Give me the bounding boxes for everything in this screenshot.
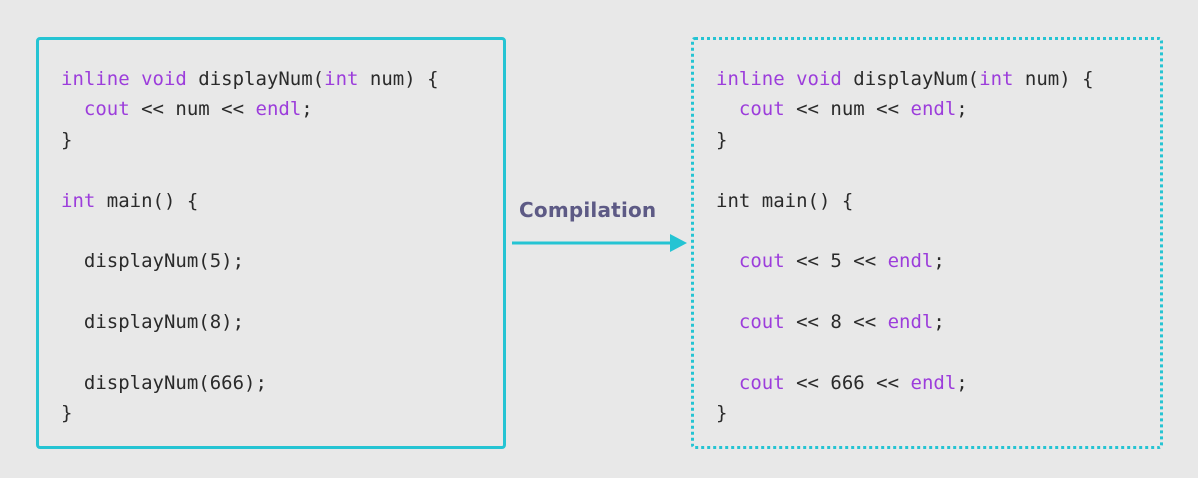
code-text: } [61,128,73,151]
code-text: << 8 << [784,311,888,334]
code-text: } [61,402,73,425]
code-text: displayNum(666); [61,371,267,394]
code-line: cout << num << endl; [716,94,1094,124]
code-text [716,372,739,394]
code-line [61,155,439,185]
code-text [716,250,739,272]
code-text: displayNum( [186,68,325,90]
code-line: int main() { [61,186,439,216]
code-keyword: cout [738,311,785,334]
code-text: int main() { [716,189,854,212]
code-line: cout << num << endl; [61,94,439,124]
code-text: displayNum( [841,68,980,90]
code-text: main() { [95,189,199,212]
code-text: num) { [1013,68,1094,90]
code-keyword: cout [83,98,130,121]
code-line [61,277,439,307]
code-line: displayNum(5); [61,246,439,276]
code-keyword: endl [887,250,934,273]
code-text: ; [301,98,313,121]
code-text [716,98,739,120]
compiled-code-block: inline void displayNum(int num) { cout <… [716,64,1094,429]
code-text: } [716,402,728,425]
code-text: displayNum(5); [61,250,245,273]
code-keyword: endl [910,371,957,394]
source-code-block: inline void displayNum(int num) { cout <… [61,64,439,429]
code-line: } [716,125,1094,155]
code-keyword: endl [910,98,957,121]
arrow-right-icon [512,234,687,252]
code-text: ; [956,98,968,121]
compilation-label: Compilation [519,198,657,222]
code-keyword: cout [738,250,785,273]
code-text: num) { [358,68,439,90]
code-line: cout << 8 << endl; [716,307,1094,337]
code-text: ; [956,371,968,394]
code-keyword: inline void [61,68,187,90]
code-line [61,216,439,246]
code-keyword: endl [255,98,302,121]
code-line [61,338,439,368]
code-text: } [716,128,728,151]
source-code-panel: inline void displayNum(int num) { cout <… [36,37,506,449]
code-line: } [716,398,1094,428]
code-keyword: cout [738,371,785,394]
code-line [716,216,1094,246]
code-keyword: cout [738,98,785,121]
code-text: << 666 << [784,371,911,394]
code-text: displayNum(8); [61,311,245,334]
code-text: << num << [784,98,911,121]
code-line: cout << 666 << endl; [716,368,1094,398]
code-line: } [61,398,439,428]
code-keyword: int [324,68,359,90]
code-line [716,277,1094,307]
code-keyword: inline void [716,68,842,90]
code-text [716,311,739,333]
code-keyword: int [61,189,96,212]
code-text: << 5 << [784,250,888,273]
code-line: int main() { [716,186,1094,216]
code-line [716,155,1094,185]
code-line: cout << 5 << endl; [716,246,1094,276]
code-keyword: int [979,68,1014,90]
code-keyword: endl [887,311,934,334]
code-line: displayNum(666); [61,368,439,398]
code-text: ; [933,250,945,273]
code-text: << num << [129,98,256,121]
code-text [61,98,84,120]
code-line: inline void displayNum(int num) { [61,64,439,94]
compiled-code-panel: inline void displayNum(int num) { cout <… [691,37,1163,449]
code-line: } [61,125,439,155]
code-line [716,338,1094,368]
code-line: inline void displayNum(int num) { [716,64,1094,94]
code-line: displayNum(8); [61,307,439,337]
code-text: ; [933,311,945,334]
